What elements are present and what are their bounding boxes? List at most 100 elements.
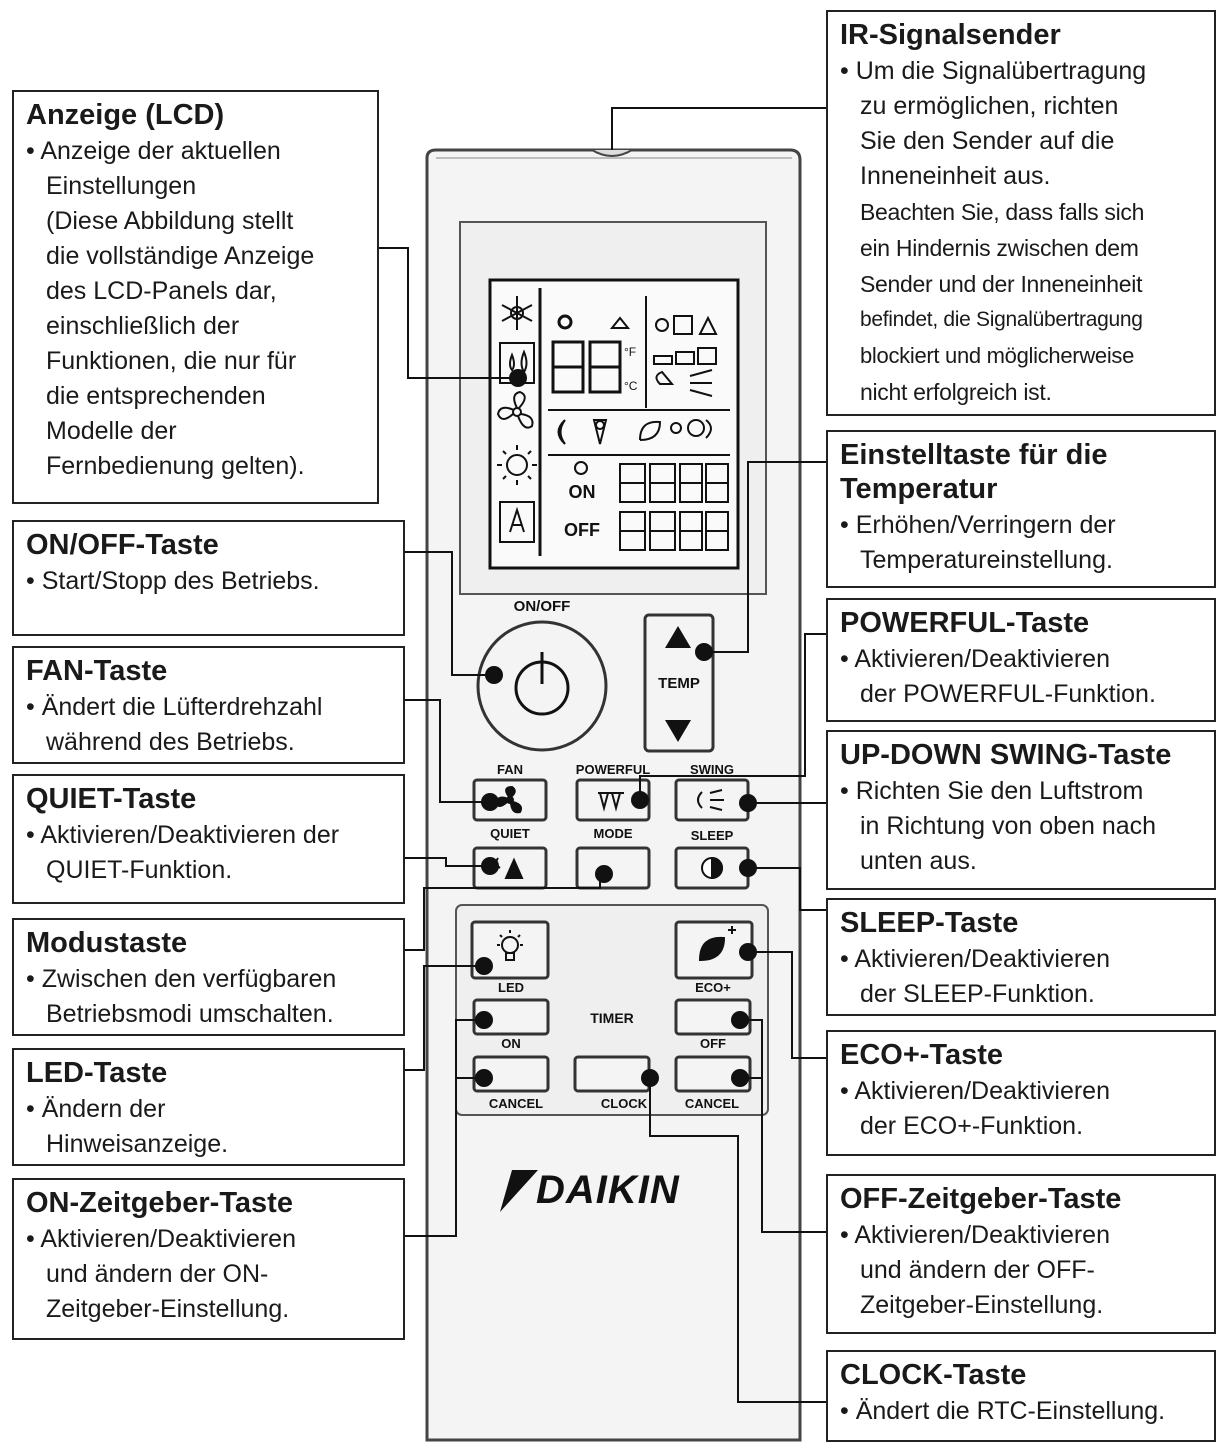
callout-title: UP-DOWN SWING-Taste bbox=[840, 739, 1172, 771]
callout-on-timer: ON-Zeitgeber-Taste • Aktivieren/Deaktivi… bbox=[12, 1178, 405, 1340]
callout-temp: Einstelltaste für die Temperatur • Erhöh… bbox=[826, 430, 1216, 588]
lcd-temperature-icon: °F °C bbox=[551, 314, 638, 394]
swing-icon bbox=[697, 789, 724, 811]
callout-line: Inneneinheit aus. bbox=[860, 162, 1051, 190]
cancel-on-label: CANCEL bbox=[488, 1096, 544, 1111]
callout-line: einschließlich der bbox=[46, 312, 240, 340]
callout-line: und ändern der OFF- bbox=[860, 1256, 1095, 1284]
temp-label: TEMP bbox=[658, 675, 700, 692]
callout-title: POWERFUL-Taste bbox=[840, 607, 1090, 639]
callout-line: • Ändert die RTC-Einstellung. bbox=[840, 1397, 1166, 1425]
callout-title: Einstelltaste für die Temperatur bbox=[840, 439, 1108, 505]
callout-line: • Aktivieren/Deaktivieren der bbox=[26, 821, 340, 849]
brand-logo: DAIKIN bbox=[536, 1168, 680, 1212]
off-timer-button[interactable] bbox=[674, 998, 752, 1036]
mode-label: MODE bbox=[593, 826, 633, 841]
callout-note-line: nicht erfolgreich ist. bbox=[860, 379, 1052, 405]
callout-line: Funktionen, die nur für bbox=[46, 347, 297, 375]
leader-dots bbox=[475, 369, 757, 1087]
callout-line: • Um die Signalübertragung bbox=[840, 57, 1147, 85]
callout-line: während des Betriebs. bbox=[46, 728, 295, 756]
callout-mode: Modustaste • Zwischen den verfügbaren Be… bbox=[12, 918, 405, 1036]
callout-line: • Aktivieren/Deaktivieren bbox=[840, 1077, 1110, 1105]
callout-line: Temperatureinstellung. bbox=[860, 546, 1113, 574]
callout-line: des LCD-Panels dar, bbox=[46, 277, 277, 305]
callout-line: • Aktivieren/Deaktivieren bbox=[840, 945, 1110, 973]
quiet-label: QUIET bbox=[490, 826, 530, 841]
callout-ir: IR-Signalsender • Um die Signalübertragu… bbox=[826, 10, 1216, 416]
callout-line: die entsprechenden bbox=[46, 382, 266, 410]
leader-lines bbox=[378, 107, 826, 1403]
eco-label: ECO+ bbox=[695, 980, 731, 995]
callout-line: • Aktivieren/Deaktivieren bbox=[840, 645, 1110, 673]
timer-label: TIMER bbox=[590, 1010, 634, 1026]
callout-line: • Ändern der bbox=[26, 1095, 166, 1123]
callout-title: Modustaste bbox=[26, 927, 188, 959]
fan-speed-icon bbox=[653, 315, 718, 397]
fan-label: FAN bbox=[497, 762, 523, 777]
callout-note-line: befindet, die Signalübertragung bbox=[860, 308, 1143, 331]
clock-button[interactable] bbox=[573, 1055, 651, 1093]
swing-label: SWING bbox=[689, 762, 735, 777]
callout-fan: FAN-Taste • Ändert die Lüfterdrehzahl wä… bbox=[12, 646, 405, 764]
auto-mode-icon bbox=[499, 501, 535, 543]
callout-title: OFF-Zeitgeber-Taste bbox=[840, 1183, 1122, 1215]
callout-off-timer: OFF-Zeitgeber-Taste • Aktivieren/Deaktiv… bbox=[826, 1174, 1216, 1334]
lightbulb-icon bbox=[497, 930, 523, 961]
heat-mode-icon bbox=[497, 445, 537, 485]
callout-clock: CLOCK-Taste • Ändert die RTC-Einstellung… bbox=[826, 1350, 1216, 1442]
callout-line: der ECO+-Funktion. bbox=[860, 1112, 1084, 1140]
callout-title: ON-Zeitgeber-Taste bbox=[26, 1187, 293, 1219]
lcd-timer-section bbox=[574, 461, 729, 551]
callout-line: • Aktivieren/Deaktivieren bbox=[840, 1221, 1110, 1249]
on-timer-button[interactable] bbox=[472, 998, 550, 1036]
callout-title: LED-Taste bbox=[26, 1057, 168, 1089]
callout-title: IR-Signalsender bbox=[840, 19, 1061, 51]
ir-emitter bbox=[591, 149, 633, 157]
callout-line: Sie den Sender auf die bbox=[860, 127, 1115, 155]
callout-line: • Ändert die Lüfterdrehzahl bbox=[26, 693, 323, 721]
callout-note-line: Beachten Sie, dass falls sich bbox=[860, 199, 1145, 225]
temp-up-arrow-icon bbox=[665, 626, 691, 648]
callout-line: der SLEEP-Funktion. bbox=[860, 980, 1095, 1008]
callout-line: • Aktivieren/Deaktivieren bbox=[26, 1225, 296, 1253]
clock-label: CLOCK bbox=[600, 1096, 648, 1111]
power-button[interactable] bbox=[476, 620, 608, 752]
mode-button[interactable] bbox=[575, 846, 651, 890]
callout-powerful: POWERFUL-Taste • Aktivieren/Deaktivieren… bbox=[826, 598, 1216, 722]
callout-line: (Diese Abbildung stellt bbox=[46, 207, 294, 235]
callout-led: LED-Taste • Ändern der Hinweisanzeige. bbox=[12, 1048, 405, 1166]
callout-eco: ECO+-Taste • Aktivieren/Deaktivieren der… bbox=[826, 1030, 1216, 1156]
sleep-label: SLEEP bbox=[690, 828, 734, 843]
callout-title: QUIET-Taste bbox=[26, 783, 197, 815]
svg-text:°F: °F bbox=[624, 345, 636, 359]
temp-down-arrow-icon bbox=[665, 720, 691, 742]
callout-title: Anzeige (LCD) bbox=[26, 99, 225, 131]
callout-line: in Richtung von oben nach bbox=[860, 812, 1157, 840]
callout-title: ECO+-Taste bbox=[840, 1039, 1004, 1071]
callout-line: Fernbedienung gelten). bbox=[46, 452, 305, 480]
cancel-off-button[interactable] bbox=[674, 1055, 752, 1093]
on-label: ON bbox=[501, 1036, 521, 1051]
callout-line: • Erhöhen/Verringern der bbox=[840, 511, 1116, 539]
led-label: LED bbox=[498, 980, 524, 995]
callout-line: Zeitgeber-Einstellung. bbox=[46, 1295, 290, 1323]
powerful-label: POWERFUL bbox=[575, 762, 651, 777]
callout-line: Einstellungen bbox=[46, 172, 197, 200]
callout-quiet: QUIET-Taste • Aktivieren/Deaktivieren de… bbox=[12, 774, 405, 904]
onoff-label: ON/OFF bbox=[513, 598, 571, 615]
cancel-on-button[interactable] bbox=[472, 1055, 550, 1093]
callout-note-line: ein Hindernis zwischen dem bbox=[860, 235, 1139, 261]
callout-title: CLOCK-Taste bbox=[840, 1359, 1027, 1391]
snowflake-icon bbox=[501, 296, 533, 330]
callout-line: Betriebsmodi umschalten. bbox=[46, 1000, 334, 1028]
callout-line: und ändern der ON- bbox=[46, 1260, 269, 1288]
callout-note-line: Sender und der Inneneinheit bbox=[860, 271, 1143, 297]
powerful-icon bbox=[598, 792, 624, 812]
sleep-icon bbox=[701, 856, 723, 880]
lcd-off-label: OFF bbox=[564, 520, 600, 540]
callout-title: ON/OFF-Taste bbox=[26, 529, 219, 561]
callout-title: FAN-Taste bbox=[26, 655, 168, 687]
cancel-off-label: CANCEL bbox=[684, 1096, 740, 1111]
